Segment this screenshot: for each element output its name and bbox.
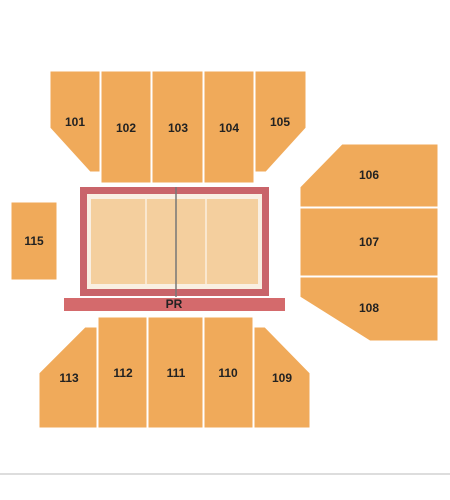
section-106[interactable]: 106 — [299, 143, 439, 208]
section-102[interactable]: 102 — [100, 70, 152, 184]
press-row-label: PR — [166, 297, 183, 311]
section-108[interactable]: 108 — [299, 276, 439, 342]
section-109[interactable]: 109 — [253, 326, 311, 429]
section-115[interactable]: 115 — [10, 201, 58, 281]
section-101[interactable]: 101 — [49, 70, 101, 173]
section-105[interactable]: 105 — [254, 70, 307, 173]
court-floor — [91, 199, 258, 284]
section-110[interactable]: 110 — [203, 316, 254, 429]
section-112[interactable]: 112 — [97, 316, 148, 429]
section-104[interactable]: 104 — [203, 70, 255, 184]
section-107[interactable]: 107 — [299, 207, 439, 277]
section-103[interactable]: 103 — [151, 70, 204, 184]
press-row-bar — [64, 298, 285, 311]
press-row[interactable]: PR — [64, 297, 285, 311]
section-111[interactable]: 111 — [147, 316, 204, 429]
court — [80, 187, 269, 297]
section-113[interactable]: 113 — [38, 326, 98, 429]
